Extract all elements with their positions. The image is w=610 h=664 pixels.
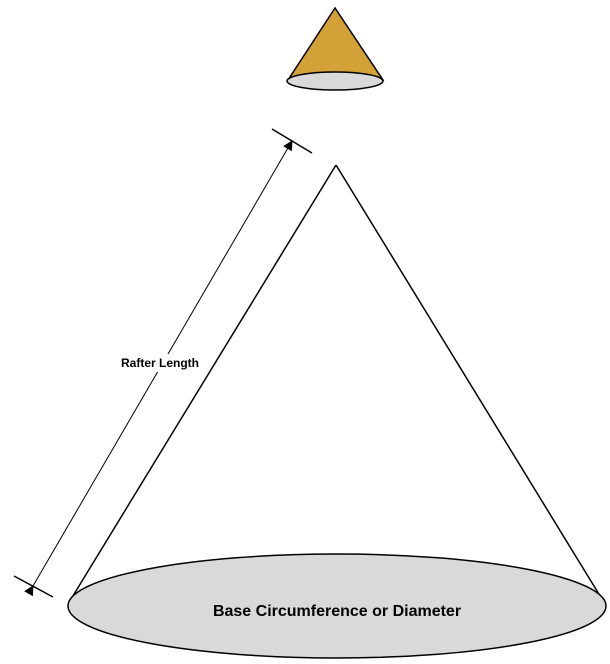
rafter-length-label: Rafter Length (121, 356, 199, 370)
large-cone (67, 164, 607, 659)
cone-icon-base (286, 71, 384, 91)
cone-icon-body (286, 6, 385, 81)
base-label: Base Circumference or Diameter (213, 603, 461, 620)
rafter-label-background (112, 354, 208, 372)
cone-right-side (335, 164, 606, 605)
rafter-length-dimension: Rafter Length (13, 128, 313, 598)
dimension-tick-bottom (13, 575, 54, 598)
cone-icon (286, 6, 385, 91)
cone-left-side (67, 164, 337, 605)
